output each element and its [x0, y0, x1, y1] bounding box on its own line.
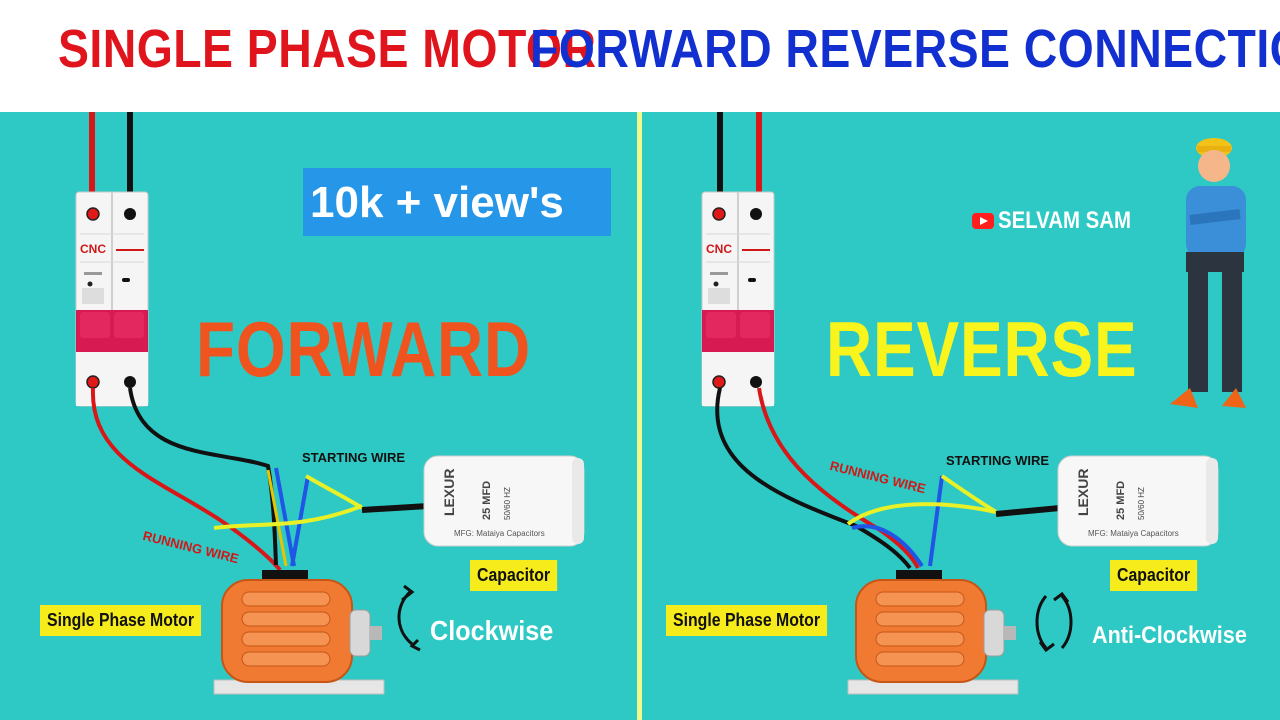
right-motor — [847, 569, 1019, 695]
right-capacitor-label: Capacitor — [1110, 560, 1198, 591]
right-mcb — [701, 191, 775, 407]
left-mcb — [75, 191, 149, 407]
views-badge — [303, 168, 611, 236]
engineer-figure — [1170, 138, 1246, 408]
title-bar: SINGLE PHASE MOTOR FORWARD REVERSE CONNE… — [0, 0, 1280, 112]
title-part-2: FORWARD REVERSE CONNECTION — [530, 19, 1280, 79]
left-mcb-brand: CNC — [80, 242, 106, 256]
left-capacitor — [423, 455, 585, 547]
views-text: 10k + view's — [310, 178, 564, 227]
left-capacitor-label: Capacitor — [470, 560, 558, 591]
left-starting-wire-label: STARTING WIRE — [302, 450, 406, 465]
reverse-label: REVERSE — [826, 305, 1138, 393]
clockwise-label: Clockwise — [430, 615, 554, 646]
right-motor-label: Single Phase Motor — [666, 605, 828, 636]
right-starting-wire-label: STARTING WIRE — [946, 453, 1050, 468]
panel-divider — [633, 112, 647, 720]
youtube-icon — [972, 213, 994, 229]
forward-label: FORWARD — [196, 305, 532, 393]
left-motor — [213, 569, 385, 695]
title-part-1: SINGLE PHASE MOTOR — [58, 19, 597, 79]
left-motor-label: Single Phase Motor — [40, 605, 202, 636]
channel-name: SELVAM SAM — [998, 207, 1131, 234]
right-capacitor — [1057, 455, 1219, 547]
right-mcb-brand: CNC — [706, 242, 732, 256]
anticlockwise-label: Anti-Clockwise — [1092, 622, 1247, 649]
